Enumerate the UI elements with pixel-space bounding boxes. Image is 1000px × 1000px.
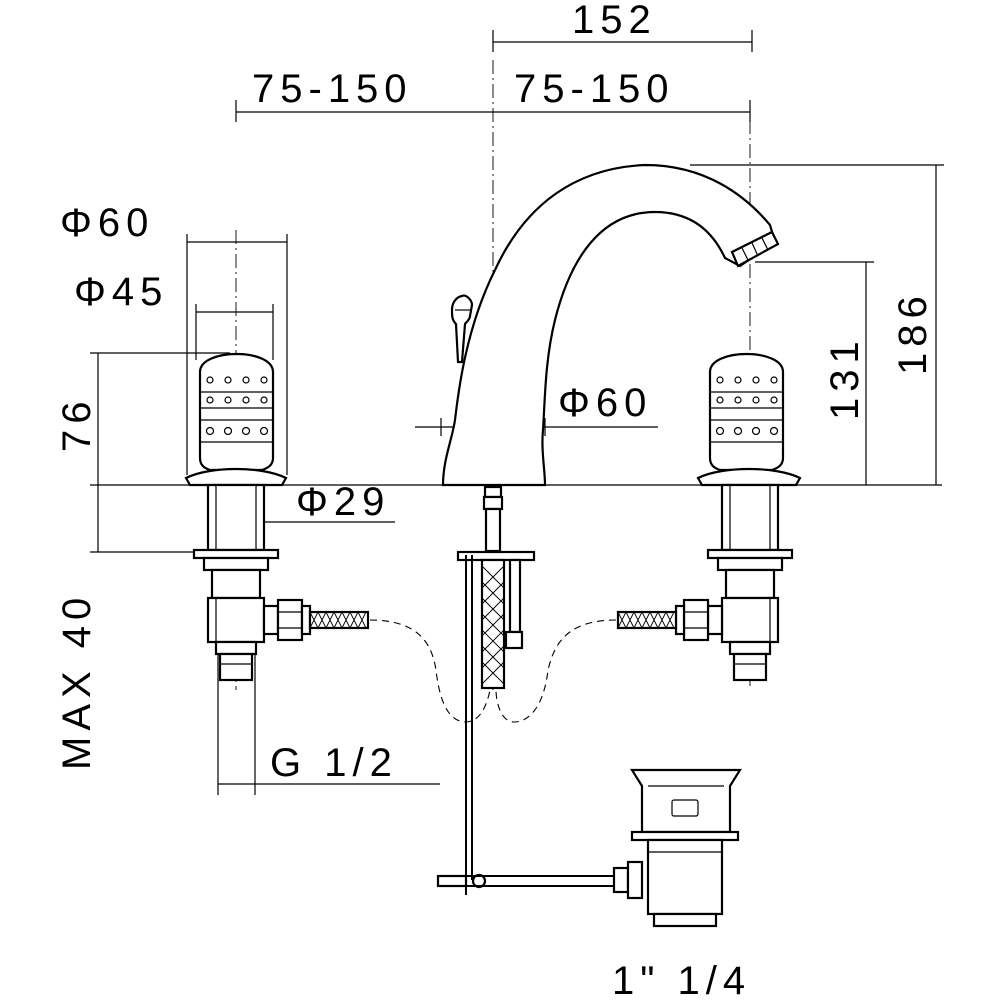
right-valve xyxy=(616,353,802,682)
handle-outer-diameter-label: Φ60 xyxy=(60,201,154,245)
waste-size-label: 1" 1/4 xyxy=(612,959,751,1000)
spout xyxy=(441,163,780,487)
spout-base-diameter-label: Φ60 xyxy=(558,381,652,425)
handle-inner-diameter-label: Φ45 xyxy=(74,270,168,314)
dimension-labels: 152 75-150 75-150 Φ60 Φ45 76 Φ29 MAX 40 … xyxy=(55,0,935,1000)
shank-diameter-label: Φ29 xyxy=(296,480,390,524)
popup-waste xyxy=(436,768,742,928)
inlet-thread-label: G 1/2 xyxy=(270,741,398,785)
spout-mounting xyxy=(456,485,536,895)
max-thickness-label: MAX 40 xyxy=(55,592,99,770)
hose-connections xyxy=(369,619,617,723)
spread-left-label: 75-150 xyxy=(252,67,413,111)
handle-height-label: 76 xyxy=(55,396,99,453)
left-valve xyxy=(184,353,370,682)
overall-width-label: 152 xyxy=(572,0,657,42)
spout-outlet-height-label: 131 xyxy=(823,335,867,420)
spout-total-height-label: 186 xyxy=(891,290,935,375)
spread-right-label: 75-150 xyxy=(514,67,675,111)
